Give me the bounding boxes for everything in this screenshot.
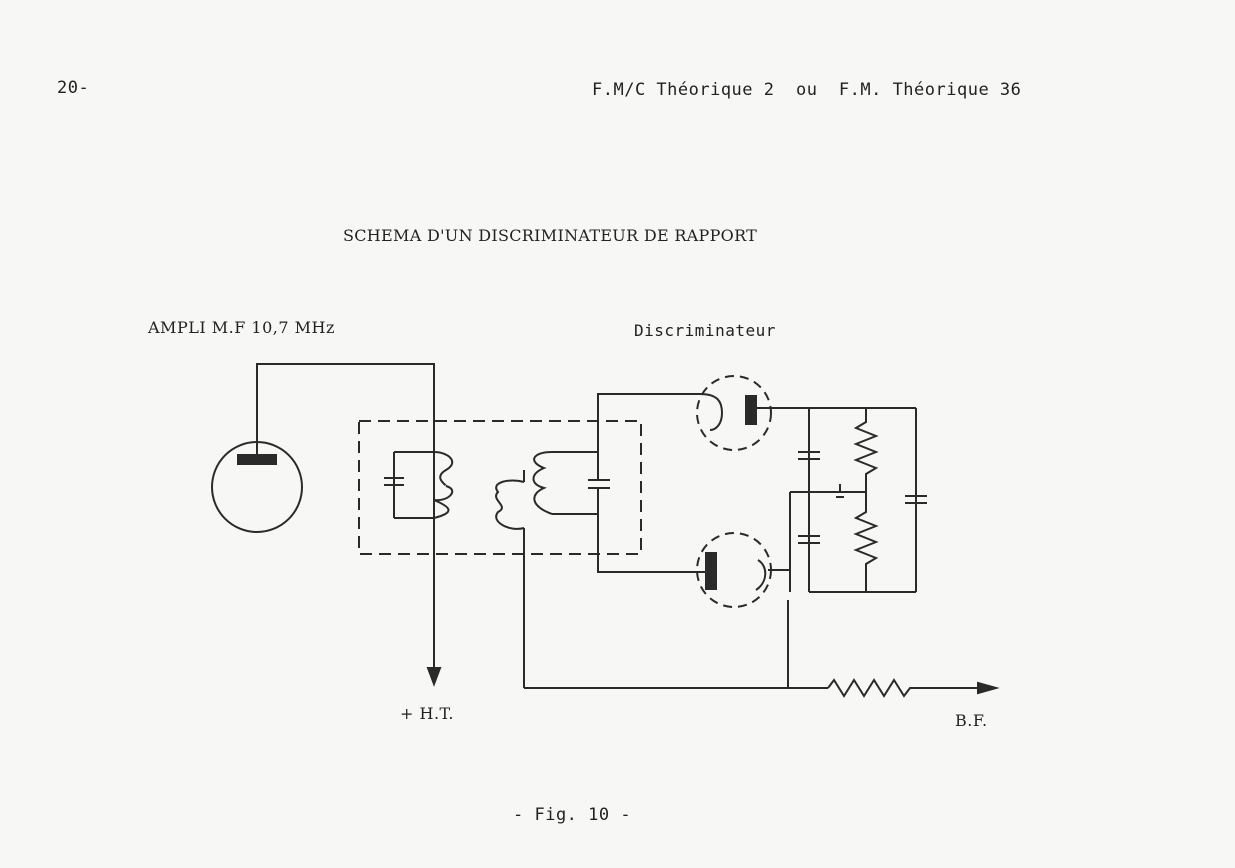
- load-network: [789, 408, 927, 593]
- output-label: B.F.: [955, 711, 988, 730]
- amplifier-tube: [211, 441, 303, 533]
- tertiary-coil: [495, 470, 525, 688]
- page-number: 20-: [57, 78, 90, 98]
- plate-wire: [256, 363, 435, 680]
- discriminator-label: Discriminateur: [634, 321, 776, 340]
- primary-tuned-circuit: [384, 451, 454, 519]
- ht-arrow: [426, 667, 442, 687]
- high-tension-label: + H.T.: [400, 704, 454, 723]
- output-path: [524, 600, 1000, 698]
- running-header: F.M/C Théorique 2 ou F.M. Théorique 36: [592, 80, 1022, 100]
- transformer-shield: [358, 420, 642, 555]
- secondary-tuned-circuit: [532, 393, 700, 573]
- upper-diode: [696, 375, 916, 451]
- lower-diode: [696, 532, 790, 608]
- figure-title: SCHEMA D'UN DISCRIMINATEUR DE RAPPORT: [343, 226, 758, 245]
- amplifier-label: AMPLI M.F 10,7 MHz: [148, 318, 335, 337]
- figure-caption: - Fig. 10 -: [513, 805, 632, 825]
